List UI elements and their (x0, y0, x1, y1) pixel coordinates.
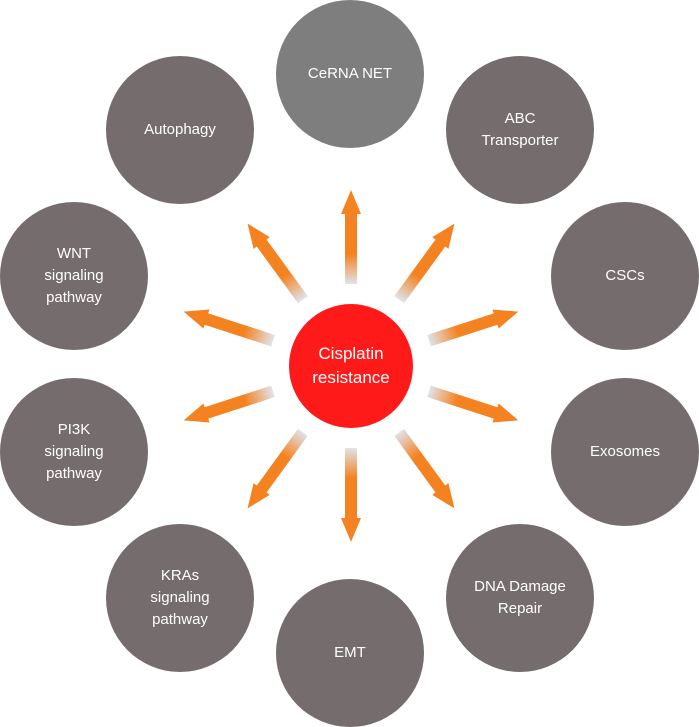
center-node-cisplatin-resistance: Cisplatin resistance (289, 304, 413, 428)
node-dna-damage-repair: DNA Damage Repair (446, 524, 594, 672)
node-label: Autophagy (144, 121, 216, 138)
arrow-to-abc-transporter (394, 223, 455, 304)
arrow-shape (394, 428, 455, 509)
node-autophagy: Autophagy (106, 56, 254, 204)
node-label: PI3K signaling pathway (44, 421, 104, 482)
arrow-shape (247, 223, 308, 304)
arrow-shape (341, 190, 361, 284)
arrow-shape (341, 448, 361, 542)
node-cscs: CSCs (551, 202, 699, 350)
node-label: CSCs (605, 267, 645, 284)
node-label: EMT (334, 644, 366, 661)
arrow-to-exosomes (427, 385, 519, 423)
arrow-to-autophagy (247, 223, 308, 304)
node-exosomes: Exosomes (551, 378, 699, 526)
node-label: WNT signaling pathway (44, 245, 104, 306)
node-emt: EMT (276, 579, 424, 727)
node-cerna-net: CeRNA NET (276, 0, 424, 148)
arrow-to-kras-signaling-pathway (247, 428, 308, 509)
arrow-to-emt (341, 448, 361, 542)
arrow-shape (427, 309, 519, 347)
node-wnt-signaling-pathway: WNT signaling pathway (0, 202, 148, 350)
node-pi3k-signaling-pathway: PI3K signaling pathway (0, 378, 148, 526)
arrow-to-wnt-signaling-pathway (183, 309, 275, 347)
center-label: Cisplatin resistance (312, 344, 390, 387)
arrow-shape (394, 223, 455, 304)
node-label: CeRNA NET (307, 65, 393, 82)
arrow-to-dna-damage-repair (394, 428, 455, 509)
node-label: KRAs signaling pathway (150, 567, 210, 628)
arrow-to-cscs (427, 309, 519, 347)
arrow-to-pi3k-signaling-pathway (183, 385, 275, 423)
arrow-shape (183, 385, 275, 423)
node-label: Exosomes (589, 443, 661, 460)
arrow-shape (183, 309, 275, 347)
node-abc-transporter: ABC Transporter (446, 56, 594, 204)
arrow-shape (247, 428, 308, 509)
node-label: ABC Transporter (481, 110, 559, 149)
node-label: DNA Damage Repair (474, 578, 566, 617)
arrow-shape (427, 385, 519, 423)
arrow-to-cerna-net (341, 190, 361, 284)
node-kras-signaling-pathway: KRAs signaling pathway (106, 524, 254, 672)
